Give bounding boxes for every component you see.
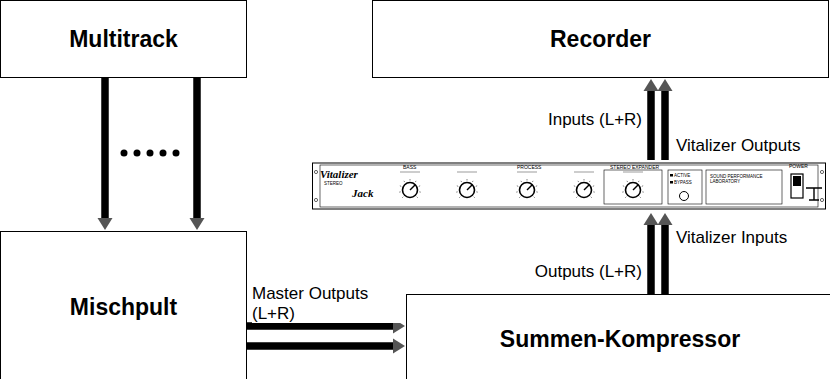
led (670, 174, 673, 177)
arrow-shaft (101, 78, 109, 218)
process-box: Summen-Kompressor (406, 294, 830, 379)
signal-arrow (98, 78, 113, 230)
panel-label: Jack (352, 188, 373, 199)
process-box: Mischpult (0, 231, 247, 379)
panel-label: STEREO EXPANDER (610, 165, 659, 170)
box-title: Multitrack (69, 26, 178, 53)
signal-arrow (658, 213, 673, 294)
rack-panel (313, 163, 826, 209)
signal-label: Vitalizer Outputs (676, 136, 826, 156)
arrow-shaft (647, 91, 655, 160)
logo-frame (706, 170, 782, 204)
arrow-shaft (647, 225, 655, 294)
signal-arrow (644, 213, 659, 294)
knob (399, 172, 421, 198)
process-box: Multitrack (0, 0, 247, 78)
signal-arrow (644, 79, 659, 160)
power-rocker (793, 176, 801, 186)
arrow-head (190, 218, 205, 230)
panel-label: BYPASS (674, 181, 692, 186)
bypass-button (680, 192, 689, 201)
box-title: Summen-Kompressor (500, 326, 740, 353)
dot (147, 150, 154, 157)
dot (173, 150, 180, 157)
vitalizer-panel (312, 160, 826, 212)
arrow-shaft (193, 78, 201, 218)
knob (573, 172, 595, 198)
expander-frame (604, 170, 662, 204)
arrow-shaft (661, 91, 669, 160)
arrow-head (98, 218, 113, 230)
panel-label: ACTIVE (674, 174, 690, 179)
arrow-head (644, 213, 659, 225)
arrow-head (393, 339, 405, 354)
arrow-shaft (247, 322, 393, 330)
arrow-head (658, 79, 673, 91)
signal-label: Inputs (L+R) (470, 110, 642, 130)
signal-arrow (247, 339, 405, 354)
signal-label: Master Outputs (L+R) (252, 284, 402, 323)
rack-hole (314, 198, 317, 201)
knob (456, 172, 478, 198)
dot (134, 150, 141, 157)
arrow-head (644, 79, 659, 91)
arrow-head (658, 213, 673, 225)
knob (516, 172, 538, 198)
knob (622, 172, 644, 198)
panel-label: PROCESS (517, 165, 541, 170)
brand-name: Vitalizer (320, 169, 358, 180)
panel-label: SOUND PERFORMANCE LABORATORY (710, 174, 774, 185)
switch-frame (668, 170, 702, 204)
signal-label: Outputs (L+R) (470, 262, 642, 282)
power-symbol (806, 188, 822, 200)
rack-hole (820, 170, 823, 173)
rack-hole (314, 170, 317, 173)
dot (160, 150, 167, 157)
box-title: Recorder (550, 26, 651, 53)
panel-label: STEREO (324, 182, 343, 187)
led (670, 181, 673, 184)
signal-arrow (190, 78, 205, 230)
panel-label: POWER (789, 164, 808, 169)
channel-dots (121, 150, 180, 157)
arrow-shaft (661, 225, 669, 294)
box-title: Mischpult (70, 294, 177, 321)
signal-label: Vitalizer Inputs (676, 228, 826, 248)
dot (121, 150, 128, 157)
arrow-shaft (247, 342, 393, 350)
panel-face (320, 165, 818, 207)
power-switch (791, 174, 803, 198)
signal-arrow (658, 79, 673, 160)
rack-hole (820, 198, 823, 201)
panel-label: BASS (403, 165, 416, 170)
vitalizer-device: VitalizerSTEREO Jack BASS PROCESS STEREO EXP… (312, 160, 826, 212)
process-box: Recorder (372, 0, 829, 78)
